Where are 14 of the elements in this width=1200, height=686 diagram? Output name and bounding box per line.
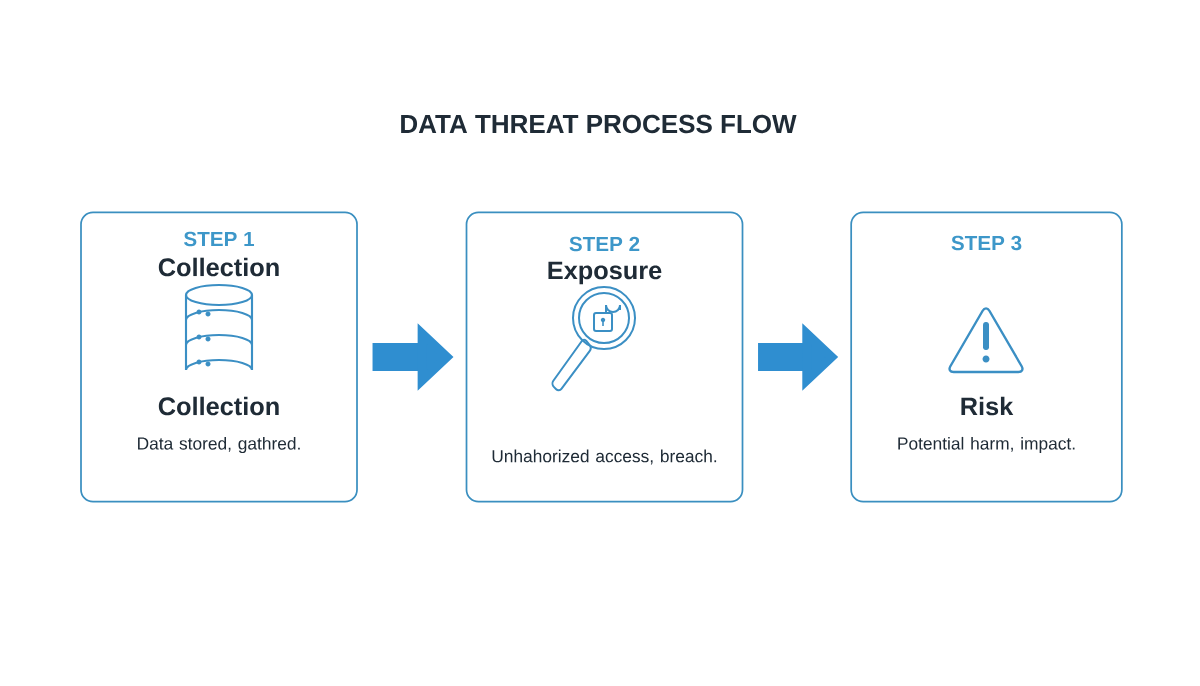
step-card [80, 211, 358, 503]
step-label: STEP 1 [184, 231, 254, 247]
step-label: STEP 2 [569, 236, 640, 252]
card-description: Data stored, gathred. [138, 436, 300, 454]
card-heading: Exposure [548, 261, 662, 285]
step-label: STEP 3 [951, 235, 1022, 251]
card-description: Unhahorized access, breach. [492, 449, 717, 465]
card-description: Potential harm, impact. [898, 436, 1075, 454]
step-card [465, 211, 744, 503]
card-heading: Risk [961, 396, 1014, 416]
card-heading: Collection [158, 257, 279, 277]
step-card [850, 211, 1123, 503]
card-heading: Collection [158, 396, 279, 416]
title: DATA THREAT PROCESS FLOW [401, 114, 797, 134]
